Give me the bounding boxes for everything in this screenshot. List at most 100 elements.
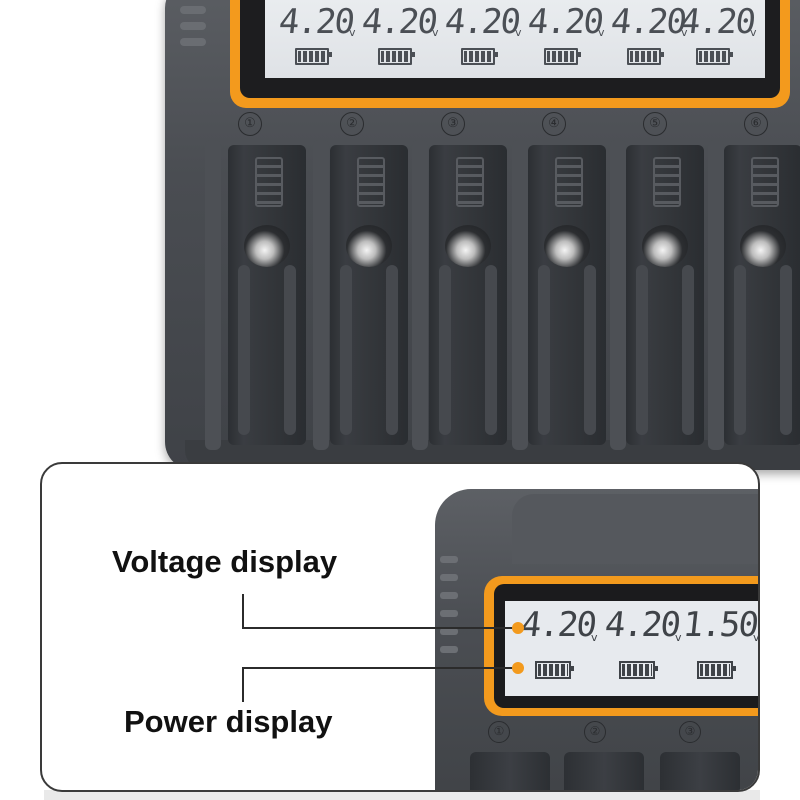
bay-rail bbox=[734, 265, 746, 435]
slot-number-5: ⑤ bbox=[643, 112, 667, 136]
lcd-reading-1: 4.20 v bbox=[276, 2, 359, 72]
lcd-reading-2: 4.20 v bbox=[360, 2, 442, 72]
bay-divider bbox=[610, 140, 626, 450]
voltage-value: 4.20 bbox=[442, 2, 521, 42]
battery-level-icon bbox=[544, 48, 581, 65]
battery-outline-icon bbox=[751, 157, 779, 207]
battery-outline-icon bbox=[555, 157, 583, 207]
battery-bay-3 bbox=[429, 145, 507, 445]
slot-number-3: ③ bbox=[441, 112, 465, 136]
bay-terminal bbox=[244, 225, 290, 267]
zoomed-reading-2: 4.20 v bbox=[602, 605, 691, 691]
voltage-unit: v bbox=[675, 631, 682, 644]
voltage-unit: v bbox=[591, 631, 598, 644]
lcd-screen: 4.20 v 4.20 v 4.20 v 4.20 v 4.20 v 4.20 … bbox=[265, 0, 765, 78]
zoomed-reading-1: 4.20 v bbox=[518, 605, 607, 691]
battery-level-icon bbox=[535, 661, 574, 679]
side-grip-ridge bbox=[440, 646, 458, 653]
bay-rail bbox=[340, 265, 352, 435]
bay-rail bbox=[780, 265, 792, 435]
zoomed-lcd-screen: 4.20 v 4.20 v 1.50 v bbox=[505, 601, 760, 696]
slot-number-2: ② bbox=[340, 112, 364, 136]
voltage-unit: v bbox=[515, 26, 522, 39]
battery-level-icon bbox=[627, 48, 664, 65]
bay-divider bbox=[412, 140, 428, 450]
battery-bay-2 bbox=[330, 145, 408, 445]
zoomed-battery-bay bbox=[564, 752, 644, 790]
bay-rail bbox=[386, 265, 398, 435]
voltage-unit: v bbox=[750, 26, 757, 39]
battery-outline-icon bbox=[456, 157, 484, 207]
voltage-unit: v bbox=[681, 26, 688, 39]
battery-level-icon bbox=[295, 48, 332, 65]
side-grip-ridge bbox=[180, 6, 206, 14]
side-grip-ridge bbox=[440, 592, 458, 599]
slot-number-3: ③ bbox=[679, 721, 701, 743]
lcd-reading-3: 4.20 v bbox=[442, 2, 525, 72]
bay-terminal bbox=[544, 225, 590, 267]
zoomed-reading-3: 1.50 v bbox=[680, 605, 760, 691]
bay-rail bbox=[584, 265, 596, 435]
bay-divider bbox=[313, 140, 329, 450]
voltage-pointer-dot bbox=[512, 622, 524, 634]
side-grip-ridge bbox=[440, 628, 458, 635]
bay-terminal bbox=[445, 225, 491, 267]
voltage-unit: v bbox=[349, 26, 356, 39]
slot-number-1: ① bbox=[488, 721, 510, 743]
battery-level-icon bbox=[461, 48, 498, 65]
zoomed-battery-bay bbox=[660, 752, 740, 790]
battery-level-icon bbox=[697, 661, 736, 679]
side-grip-ridge bbox=[440, 610, 458, 617]
battery-bay-5 bbox=[626, 145, 704, 445]
power-leader-line bbox=[242, 667, 516, 669]
lcd-reading-6: 4.20 v bbox=[677, 2, 760, 72]
voltage-value: 4.20 bbox=[276, 2, 355, 42]
bay-divider bbox=[205, 140, 221, 450]
side-grip-ridge bbox=[440, 556, 458, 563]
battery-bay-6 bbox=[724, 145, 800, 445]
voltage-value: 4.20 bbox=[677, 2, 756, 42]
bay-rail bbox=[439, 265, 451, 435]
battery-outline-icon bbox=[357, 157, 385, 207]
voltage-leader-line bbox=[242, 627, 516, 629]
power-pointer-dot bbox=[512, 662, 524, 674]
bay-terminal bbox=[346, 225, 392, 267]
battery-level-icon bbox=[696, 48, 733, 65]
slot-number-4: ④ bbox=[542, 112, 566, 136]
bay-rail bbox=[238, 265, 250, 435]
bay-rail bbox=[538, 265, 550, 435]
callout-card: 4.20 v 4.20 v 1.50 v ① ② ③ Voltage displ… bbox=[40, 462, 760, 792]
bay-rail bbox=[636, 265, 648, 435]
slot-number-6: ⑥ bbox=[744, 112, 768, 136]
bay-divider bbox=[512, 140, 528, 450]
voltage-value: 1.50 bbox=[680, 605, 759, 645]
voltage-value: 4.20 bbox=[525, 2, 604, 42]
side-grip-ridge bbox=[440, 574, 458, 581]
side-grip-ridge bbox=[180, 38, 206, 46]
bay-rail bbox=[485, 265, 497, 435]
slot-number-2: ② bbox=[584, 721, 606, 743]
voltage-unit: v bbox=[432, 26, 439, 39]
lcd-reading-5: 4.20 v bbox=[608, 2, 691, 72]
battery-bay-1 bbox=[228, 145, 306, 445]
battery-outline-icon bbox=[653, 157, 681, 207]
battery-level-icon bbox=[378, 48, 415, 65]
bay-rail bbox=[682, 265, 694, 435]
slot-number-1: ① bbox=[238, 112, 262, 136]
battery-level-icon bbox=[619, 661, 658, 679]
card-shadow bbox=[44, 790, 760, 800]
voltage-leader-line bbox=[242, 594, 244, 628]
zoomed-battery-bay bbox=[470, 752, 550, 790]
voltage-unit: v bbox=[753, 631, 760, 644]
voltage-value: 4.20 bbox=[518, 605, 597, 645]
power-display-label: Power display bbox=[124, 704, 333, 739]
zoomed-top-panel bbox=[512, 494, 758, 564]
voltage-unit: v bbox=[598, 26, 605, 39]
voltage-value: 4.20 bbox=[608, 2, 687, 42]
bay-divider bbox=[708, 140, 724, 450]
battery-bay-4 bbox=[528, 145, 606, 445]
bay-terminal bbox=[740, 225, 786, 267]
power-leader-line bbox=[242, 668, 244, 702]
voltage-value: 4.20 bbox=[602, 605, 681, 645]
